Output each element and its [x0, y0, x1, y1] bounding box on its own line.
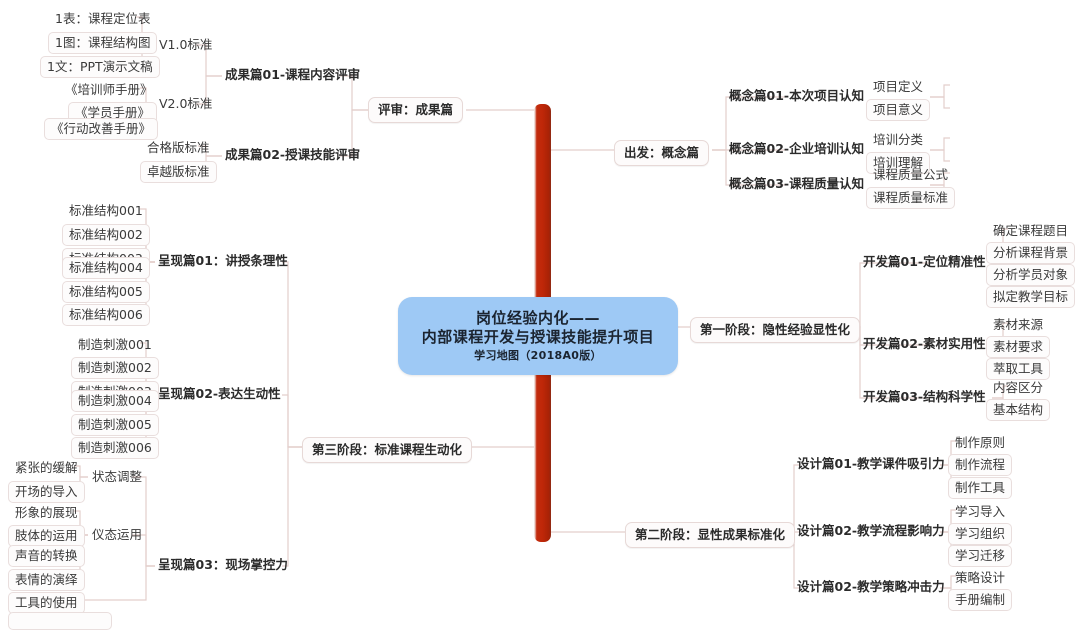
- leaf-content-division[interactable]: 内容区分: [993, 380, 1044, 395]
- sub-present-01[interactable]: 呈现篇01：讲授条理性: [158, 253, 288, 268]
- leaf-manual-compilation[interactable]: 手册编制: [948, 589, 1013, 612]
- leaf-teaching-objective[interactable]: 拟定教学目标: [986, 286, 1076, 309]
- leaf-training-understanding[interactable]: 培训理解: [866, 152, 931, 175]
- leaf-material-requirement[interactable]: 素材要求: [986, 336, 1051, 359]
- leaf-quality-standard[interactable]: 课程质量标准: [866, 187, 956, 210]
- branch-review[interactable]: 评审：成果篇: [368, 97, 464, 124]
- leaf-production-principle[interactable]: 制作原则: [955, 435, 1006, 450]
- central-topic[interactable]: 岗位经验内化—— 内部课程开发与授课技能提升项目 学习地图（2018A0版）: [398, 297, 678, 375]
- branch-phase1[interactable]: 第一阶段：隐性经验显性化: [690, 317, 861, 344]
- sub-review-01[interactable]: 成果篇01-课程内容评审: [225, 67, 361, 82]
- group-v1-standard[interactable]: V1.0标准: [159, 37, 213, 52]
- leaf-opening-intro[interactable]: 开场的导入: [8, 481, 85, 504]
- branch-phase2[interactable]: 第二阶段：显性成果标准化: [625, 522, 796, 549]
- leaf-structure-4[interactable]: 标准结构004: [62, 257, 150, 280]
- leaf-body-use[interactable]: 肢体的运用: [8, 525, 85, 548]
- leaf-structure-1[interactable]: 标准结构001: [69, 203, 143, 218]
- leaf-review-v1-3[interactable]: 1文：PPT演示文稿: [40, 56, 160, 79]
- leaf-review-skill-1[interactable]: 合格版标准: [147, 140, 210, 155]
- leaf-review-v2-3[interactable]: 《行动改善手册》: [44, 118, 159, 141]
- leaf-image-display[interactable]: 形象的展现: [15, 505, 78, 520]
- leaf-review-v2-1[interactable]: 《培训师手册》: [65, 82, 153, 97]
- leaf-stimulus-5[interactable]: 制造刺激005: [71, 414, 159, 437]
- leaf-stimulus-6[interactable]: 制造刺激006: [71, 437, 159, 460]
- mind-map-canvas: 岗位经验内化—— 内部课程开发与授课技能提升项目 学习地图（2018A0版） 评…: [8, 11, 1076, 630]
- leaf-learning-transfer[interactable]: 学习迁移: [948, 545, 1013, 568]
- leaf-production-process[interactable]: 制作流程: [948, 454, 1013, 477]
- leaf-material-source[interactable]: 素材来源: [993, 317, 1044, 332]
- central-topic-line2: 内部课程开发与授课技能提升项目: [421, 328, 655, 347]
- leaf-basic-structure[interactable]: 基本结构: [986, 399, 1051, 422]
- group-state-adjust[interactable]: 状态调整: [92, 469, 143, 484]
- leaf-tool-use[interactable]: 工具的使用: [8, 592, 85, 615]
- leaf-project-definition[interactable]: 项目定义: [873, 79, 924, 94]
- leaf-student-analysis[interactable]: 分析学员对象: [986, 264, 1076, 287]
- leaf-review-v1-2[interactable]: 1图：课程结构图: [48, 32, 158, 55]
- leaf-stimulus-2[interactable]: 制造刺激002: [71, 357, 159, 380]
- sub-concept-03[interactable]: 概念篇03-课程质量认知: [729, 176, 865, 191]
- leaf-training-category[interactable]: 培训分类: [873, 132, 924, 147]
- leaf-course-background[interactable]: 分析课程背景: [986, 242, 1076, 265]
- leaf-quality-formula[interactable]: 课程质量公式: [873, 167, 949, 182]
- leaf-cutoff-partial: [8, 612, 112, 630]
- leaf-review-skill-2[interactable]: 卓越版标准: [140, 161, 217, 184]
- leaf-structure-6[interactable]: 标准结构006: [62, 304, 150, 327]
- leaf-strategy-design[interactable]: 策略设计: [955, 570, 1006, 585]
- leaf-learning-intro[interactable]: 学习导入: [955, 504, 1006, 519]
- leaf-stimulus-1[interactable]: 制造刺激001: [78, 337, 152, 352]
- leaf-expression[interactable]: 表情的演绎: [8, 569, 85, 592]
- leaf-extraction-tool[interactable]: 萃取工具: [986, 358, 1051, 381]
- sub-present-02[interactable]: 呈现篇02-表达生动性: [158, 386, 281, 401]
- leaf-learning-organization[interactable]: 学习组织: [948, 523, 1013, 546]
- sub-design-02[interactable]: 设计篇02-教学流程影响力: [797, 523, 945, 538]
- leaf-course-title[interactable]: 确定课程题目: [993, 223, 1069, 238]
- leaf-voice-change[interactable]: 声音的转换: [8, 545, 85, 568]
- sub-develop-01[interactable]: 开发篇01-定位精准性: [863, 254, 986, 269]
- sub-present-03[interactable]: 呈现篇03：现场掌控力: [158, 557, 288, 572]
- sub-develop-02[interactable]: 开发篇02-素材实用性: [863, 336, 986, 351]
- leaf-tension-relief[interactable]: 紧张的缓解: [15, 460, 78, 475]
- branch-phase3[interactable]: 第三阶段：标准课程生动化: [302, 437, 473, 464]
- sub-design-01[interactable]: 设计篇01-教学课件吸引力: [797, 456, 945, 471]
- central-topic-line1: 岗位经验内化——: [475, 308, 600, 327]
- group-demeanor-use[interactable]: 仪态运用: [92, 527, 143, 542]
- leaf-structure-5[interactable]: 标准结构005: [62, 281, 150, 304]
- leaf-production-tool[interactable]: 制作工具: [948, 477, 1013, 500]
- sub-review-02[interactable]: 成果篇02-授课技能评审: [225, 147, 361, 162]
- sub-concept-01[interactable]: 概念篇01-本次项目认知: [729, 88, 865, 103]
- sub-design-03[interactable]: 设计篇02-教学策略冲击力: [797, 579, 945, 594]
- leaf-stimulus-4[interactable]: 制造刺激004: [71, 390, 159, 413]
- group-v2-standard[interactable]: V2.0标准: [159, 96, 213, 111]
- leaf-review-v1-1[interactable]: 1表：课程定位表: [55, 11, 151, 26]
- sub-develop-03[interactable]: 开发篇03-结构科学性: [863, 389, 986, 404]
- branch-concept[interactable]: 出发：概念篇: [614, 140, 710, 167]
- sub-concept-02[interactable]: 概念篇02-企业培训认知: [729, 141, 865, 156]
- leaf-project-significance[interactable]: 项目意义: [866, 99, 931, 122]
- central-topic-line3: 学习地图（2018A0版）: [474, 349, 602, 363]
- leaf-structure-2[interactable]: 标准结构002: [62, 224, 150, 247]
